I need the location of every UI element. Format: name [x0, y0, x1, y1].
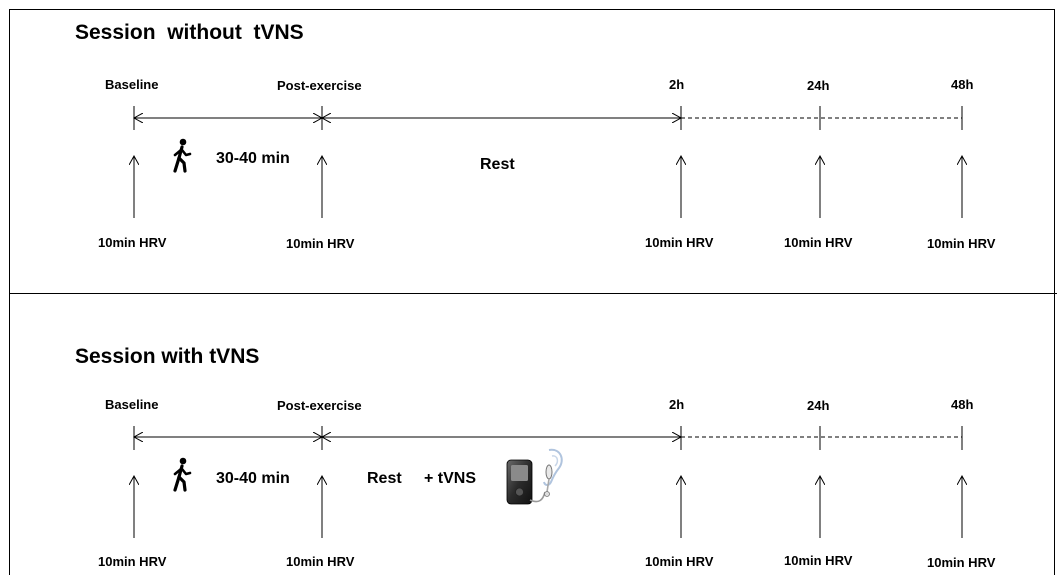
- hrv-label-2h: 10min HRV: [645, 554, 714, 569]
- hrv-label-post-exercise: 10min HRV: [286, 236, 355, 251]
- hrv-label-baseline: 10min HRV: [98, 554, 167, 569]
- hrv-label-24h: 10min HRV: [784, 235, 853, 250]
- rest-label: Rest: [367, 470, 402, 487]
- hrv-label-post-exercise: 10min HRV: [286, 554, 355, 569]
- hrv-label-baseline: 10min HRV: [98, 235, 167, 250]
- rest-label: Rest: [480, 156, 515, 173]
- walking-person-icon: [173, 138, 192, 173]
- hrv-label-24h: 10min HRV: [784, 553, 853, 568]
- timepoint-24h: 24h: [807, 398, 830, 413]
- timepoint-2h: 2h: [669, 397, 685, 412]
- session-timeline: [0, 106, 1057, 218]
- figure-frame: [9, 9, 1055, 575]
- exercise-duration: 30-40 min: [216, 470, 290, 487]
- session-timeline: [0, 426, 1057, 538]
- hrv-label-48h: 10min HRV: [927, 555, 996, 570]
- timepoint-post-exercise: Post-exercise: [277, 78, 362, 93]
- hrv-label-2h: 10min HRV: [645, 235, 714, 250]
- session-title: Session without tVNS: [75, 21, 304, 44]
- hrv-label-48h: 10min HRV: [927, 236, 996, 251]
- walking-person-icon: [173, 457, 192, 492]
- session-divider: [9, 293, 1057, 294]
- timepoint-48h: 48h: [951, 397, 974, 412]
- timepoint-baseline: Baseline: [105, 77, 159, 92]
- timepoint-24h: 24h: [807, 78, 830, 93]
- session-title: Session with tVNS: [75, 345, 260, 368]
- timepoint-post-exercise: Post-exercise: [277, 398, 362, 413]
- timepoint-48h: 48h: [951, 77, 974, 92]
- timepoint-2h: 2h: [669, 77, 685, 92]
- exercise-duration: 30-40 min: [216, 150, 290, 167]
- tvns-device-earpiece-icon: [506, 448, 563, 505]
- timepoint-baseline: Baseline: [105, 397, 159, 412]
- tvns-label: + tVNS: [424, 470, 477, 487]
